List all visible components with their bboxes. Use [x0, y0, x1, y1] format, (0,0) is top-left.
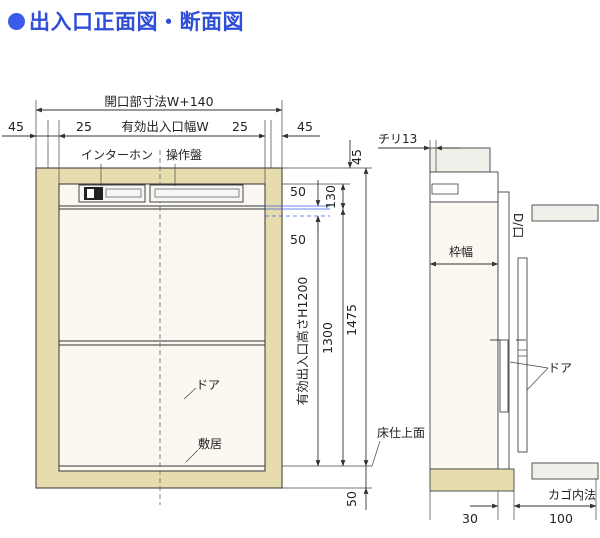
right-outer-dim: 45: [297, 119, 313, 134]
cage-floor: [531, 462, 599, 480]
section-view: D/口: [429, 147, 599, 492]
section-sill: [429, 468, 515, 492]
front-labels: インターホン 操作盤 ドア 敷居: [81, 147, 222, 463]
chiri-label: チリ13: [378, 132, 417, 146]
cage-clear-label: カゴ内法: [548, 487, 596, 502]
dim-1475: 1475: [344, 304, 359, 336]
bullet-icon: [8, 12, 25, 30]
section-frame: [429, 201, 499, 470]
operation-panel: [149, 184, 244, 203]
section-door: [499, 339, 509, 413]
page-title: 出入口正面図・断面図: [8, 6, 244, 36]
front-top-dims: 開口部寸法W+140 45 25 有効出入口幅W 25 45: [2, 94, 320, 184]
effective-width-label: 有効出入口幅W: [121, 119, 208, 134]
left-inner-dim: 25: [76, 119, 92, 134]
dim-1300: 1300: [320, 322, 335, 354]
dim-50-lower: 50: [290, 232, 306, 247]
section-door-label: ドア: [548, 361, 572, 375]
dim-100: 100: [549, 511, 573, 526]
front-right-dims: 45 130 50 50 有効出入口高さH1200 1300 1475 50 床…: [265, 140, 425, 510]
right-inner-dim: 25: [232, 119, 248, 134]
effective-height-label: 有効出入口高さH1200: [295, 277, 310, 406]
dim-130: 130: [323, 185, 338, 209]
cage-upper-wall: [531, 204, 599, 222]
opening-width-label: 開口部寸法W+140: [104, 94, 213, 109]
operation-panel-label: 操作盤: [166, 147, 202, 162]
floor-finish-label: 床仕上面: [377, 426, 425, 440]
left-outer-dim: 45: [8, 119, 24, 134]
frame-width-label: 枠幅: [449, 244, 473, 259]
dim-30: 30: [462, 511, 478, 526]
interphone-label: インターホン: [81, 148, 153, 162]
title-text: 出入口正面図・断面図: [29, 10, 244, 34]
front-view: [35, 150, 283, 505]
section-dims: チリ13 枠幅 ドア 30 100 カゴ内法: [378, 132, 597, 526]
dim-50-bottom: 50: [344, 491, 359, 507]
dim-50-upper: 50: [290, 184, 306, 199]
door-label: ドア: [196, 378, 220, 392]
front-door-panel: [58, 183, 266, 472]
dim-45: 45: [349, 149, 364, 165]
sill-label: 敷居: [198, 436, 222, 451]
upper-wall: [429, 147, 491, 173]
wall-label: D/口: [511, 213, 525, 238]
